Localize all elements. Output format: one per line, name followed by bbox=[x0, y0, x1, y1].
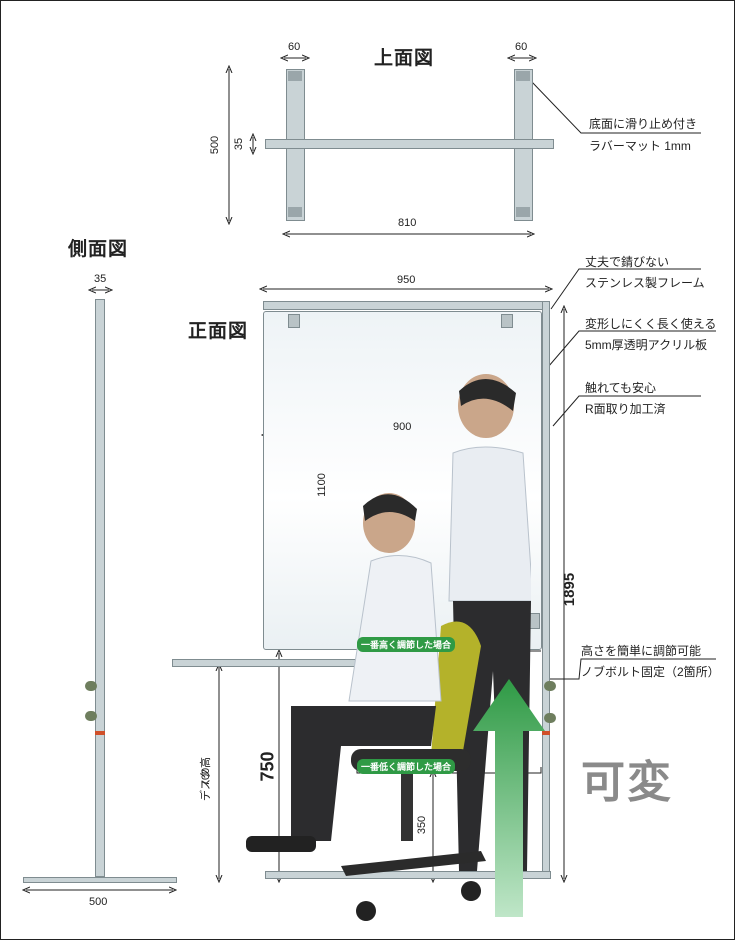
callout-safe-line1: 触れても安心 bbox=[585, 381, 657, 395]
lowest-position-badge: 一番低く調節した場合 bbox=[357, 759, 456, 774]
dim-1895: 1895 bbox=[561, 572, 579, 607]
callout-rubber-line2: ラバーマット 1mm bbox=[589, 139, 691, 153]
top-view-title: 上面図 bbox=[374, 47, 435, 69]
side-view-title: 側面図 bbox=[68, 238, 129, 260]
knob-bolt-icon bbox=[85, 711, 97, 721]
panel-clip bbox=[288, 314, 300, 328]
dim-35-side: 35 bbox=[94, 273, 107, 285]
callout-adjust-line1: 高さを簡単に調節可能 bbox=[581, 644, 702, 658]
knob-bolt-icon bbox=[544, 681, 556, 691]
knob-bolt-icon bbox=[544, 713, 556, 723]
side-view-base bbox=[23, 877, 177, 883]
dim-60-right: 60 bbox=[515, 41, 528, 53]
rubber-mat-pad bbox=[288, 71, 302, 81]
dim-60-left: 60 bbox=[288, 41, 301, 53]
side-view-red-marker bbox=[95, 731, 105, 735]
dim-35-top: 35 bbox=[233, 137, 246, 151]
dim-750: 750 bbox=[257, 751, 278, 782]
highest-position-badge: 一番高く調節した場合 bbox=[357, 637, 456, 652]
callout-safe-line2: R面取り加工済 bbox=[585, 402, 666, 416]
front-base-frame bbox=[265, 871, 551, 879]
callout-acrylic-line1: 変形しにくく長く使える bbox=[585, 317, 717, 331]
rubber-mat-pad bbox=[516, 207, 530, 217]
dim-810: 810 bbox=[398, 217, 417, 229]
side-view-post bbox=[95, 299, 105, 877]
front-red-marker bbox=[542, 731, 550, 735]
variable-label: 可変 bbox=[581, 757, 673, 808]
callout-rubber-line1: 底面に滑り止め付き bbox=[589, 117, 698, 131]
dim-350: 350 bbox=[416, 815, 429, 835]
front-top-frame bbox=[263, 301, 549, 310]
dim-1100: 1100 bbox=[315, 473, 328, 497]
dim-500-side: 500 bbox=[89, 896, 108, 908]
dim-700: 700 bbox=[200, 767, 213, 787]
adjust-up-arrow-icon bbox=[473, 679, 545, 917]
dim-950: 950 bbox=[397, 274, 416, 286]
callout-acrylic-line2: 5mm厚透明アクリル板 bbox=[585, 338, 708, 352]
callout-frame-line1: 丈夫で錆びない bbox=[585, 255, 670, 269]
rubber-mat-pad bbox=[288, 207, 302, 217]
knob-bolt-icon bbox=[85, 681, 97, 691]
panel-clip bbox=[501, 314, 513, 328]
dim-900: 900 bbox=[393, 421, 412, 433]
callout-adjust-line2: ノブボルト固定（2箇所） bbox=[581, 665, 720, 679]
front-view-title: 正面図 bbox=[188, 320, 249, 342]
callout-frame-line2: ステンレス製フレーム bbox=[585, 276, 705, 290]
rubber-mat-pad bbox=[516, 71, 530, 81]
dim-500-top: 500 bbox=[209, 135, 222, 155]
top-view-crossbar bbox=[265, 139, 554, 149]
